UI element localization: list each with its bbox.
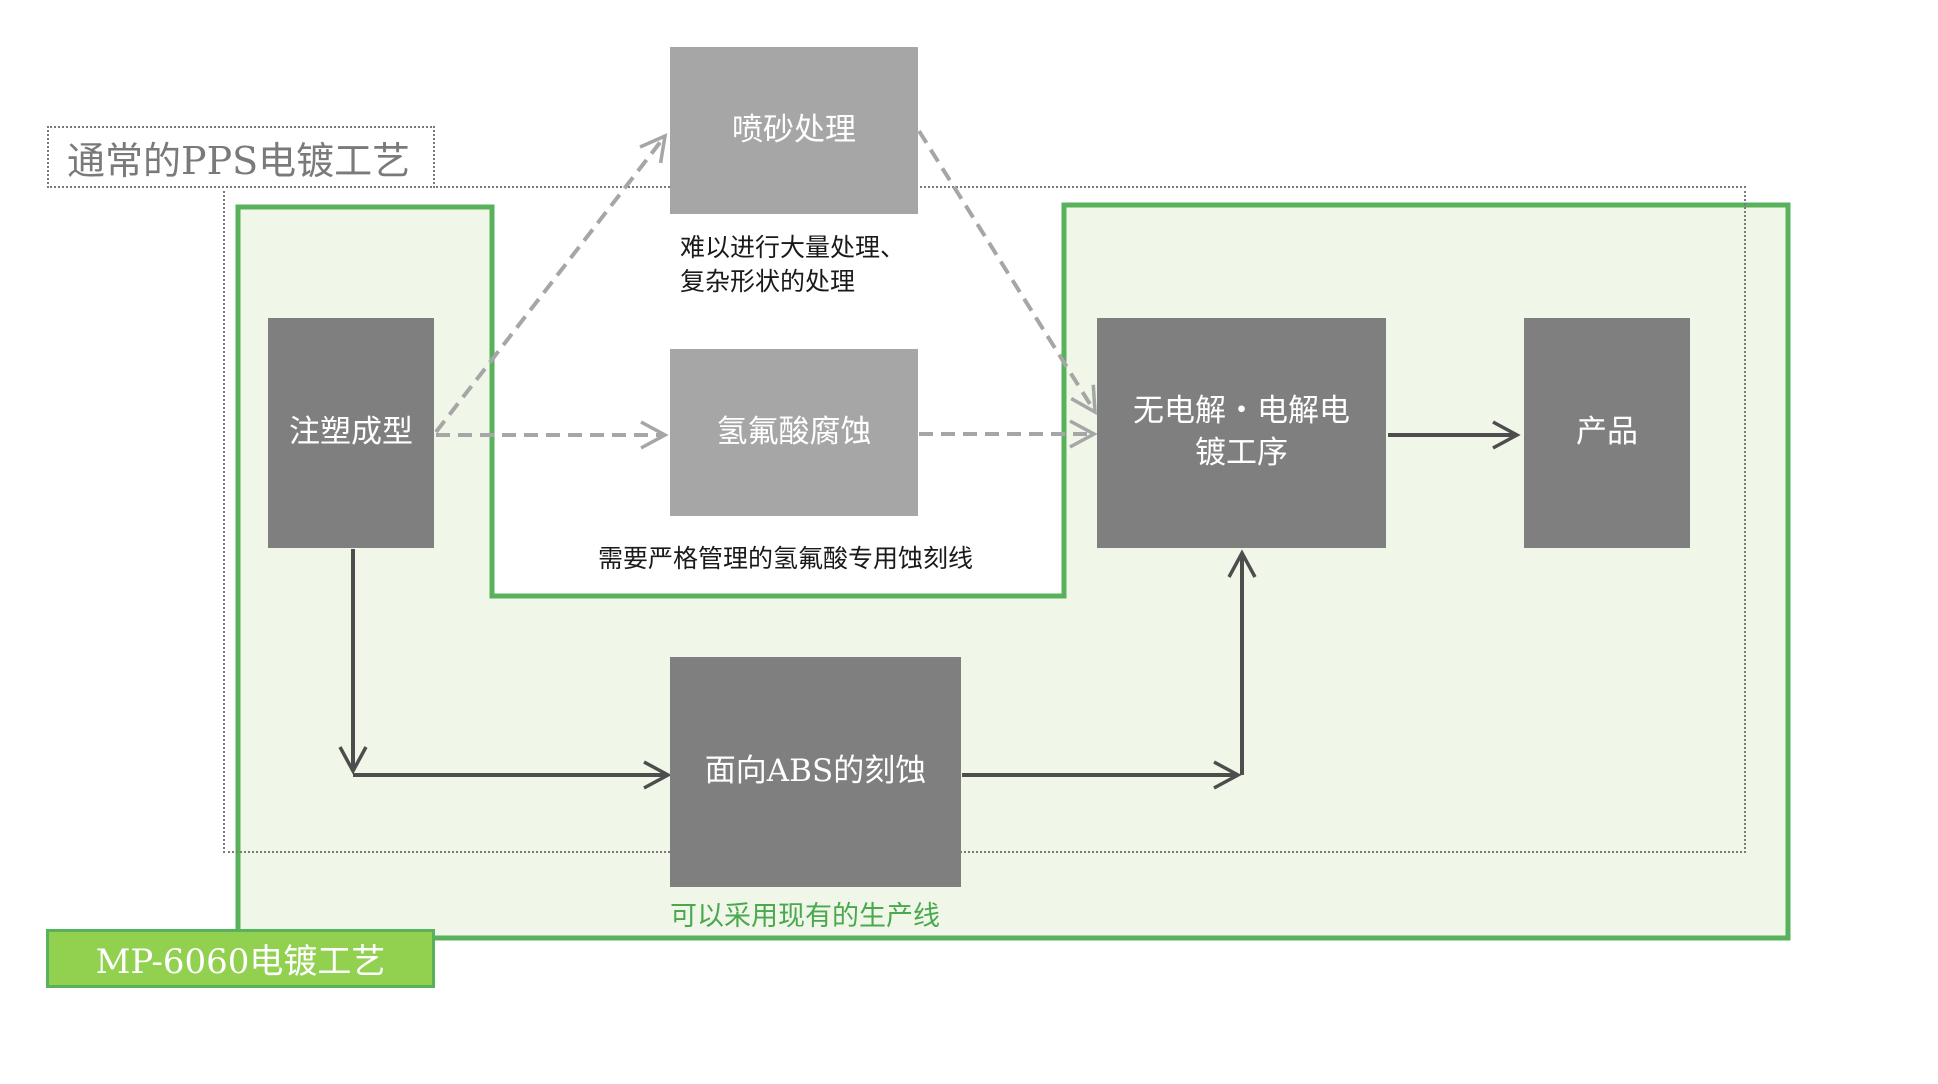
arrow-injection-to-sandblast: [434, 133, 668, 434]
sandblast-note-line2: 复杂形状的处理: [680, 266, 856, 296]
box-plating-process-text-line1: 无电解・电解电: [1133, 393, 1350, 430]
box-sandblasting: 喷砂处理: [670, 47, 918, 214]
arrow-sandblast-to-plating: [917, 129, 1097, 416]
box-abs-etching-text: 面向ABS的刻蚀: [704, 753, 927, 790]
box-product: 产品: [1524, 318, 1690, 548]
box-injection-molding-text: 注塑成型: [289, 414, 413, 451]
box-plating-process: 无电解・电解电 镀工序: [1097, 318, 1386, 548]
conventional-region: [223, 186, 1746, 853]
sandblast-note: 难以进行大量处理、 复杂形状的处理: [680, 231, 905, 299]
conventional-process-label-text: 通常的PPS电镀工艺: [67, 138, 411, 183]
abs-note: 可以采用现有的生产线: [670, 901, 940, 932]
box-injection-molding: 注塑成型: [268, 318, 434, 548]
sandblast-note-line1: 难以进行大量处理、: [680, 233, 906, 262]
box-plating-process-text-line2: 镀工序: [1195, 435, 1288, 471]
conventional-process-label: 通常的PPS电镀工艺: [47, 126, 435, 188]
box-product-text: 产品: [1576, 414, 1638, 451]
mp6060-process-label: MP-6060电镀工艺: [46, 929, 435, 988]
box-hf-etching-text: 氢氟酸腐蚀: [716, 413, 872, 450]
mp6060-process-label-text: MP-6060电镀工艺: [95, 942, 386, 982]
hf-note: 需要严格管理的氢氟酸专用蚀刻线: [598, 544, 974, 573]
box-sandblasting-text: 喷砂处理: [732, 111, 856, 148]
box-abs-etching: 面向ABS的刻蚀: [670, 657, 961, 887]
box-hf-etching: 氢氟酸腐蚀: [670, 349, 918, 516]
